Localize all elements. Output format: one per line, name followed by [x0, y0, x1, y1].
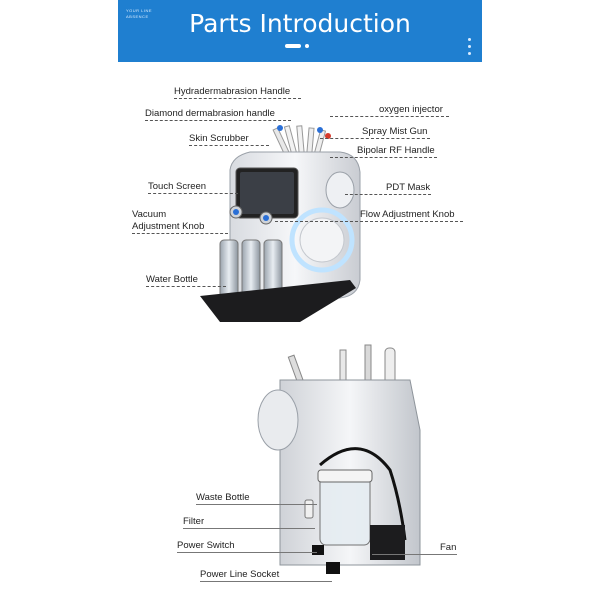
leader-line [200, 581, 332, 582]
label-vacuum-knob-line2: Adjustment Knob [132, 221, 205, 232]
label-touch-screen: Touch Screen [148, 181, 207, 192]
banner-small-text-2: ABSENCE [126, 14, 149, 19]
label-diamond-dermabrasion-handle: Diamond dermabrasion handle [145, 108, 275, 119]
leader-line [275, 221, 463, 222]
header-banner: YOUR LINE ABSENCE Parts Introduction [118, 0, 482, 62]
leader-line [177, 552, 317, 553]
label-power-switch: Power Switch [177, 540, 235, 551]
pager-active-indicator [285, 44, 301, 48]
leader-line [372, 554, 457, 555]
label-skin-scrubber: Skin Scrubber [189, 133, 249, 144]
pager-dot [305, 44, 309, 48]
leader-line [330, 116, 449, 117]
leader-line [189, 145, 269, 146]
label-filter: Filter [183, 516, 205, 527]
label-power-line-socket: Power Line Socket [200, 569, 280, 580]
label-flow-adjustment-knob: Flow Adjustment Knob [360, 209, 455, 220]
menu-dots-icon [468, 38, 471, 41]
label-hydradermabrasion-handle: Hydradermabrasion Handle [174, 86, 291, 97]
leader-line [174, 98, 301, 99]
menu-dots-icon-3 [468, 52, 471, 55]
leader-line [196, 504, 317, 505]
leader-line [345, 194, 431, 195]
top-machine-image [200, 125, 361, 322]
label-water-bottle: Water Bottle [146, 274, 198, 285]
label-vacuum-knob-line1: Vacuum [132, 209, 167, 220]
label-waste-bottle: Waste Bottle [196, 492, 250, 503]
leader-line [183, 528, 315, 529]
leader-line [330, 157, 437, 158]
label-fan: Fan [440, 542, 457, 553]
leader-line [320, 138, 430, 139]
label-pdt-mask: PDT Mask [386, 182, 431, 193]
leader-line [132, 233, 228, 234]
leader-line [146, 286, 226, 287]
label-bipolar-rf-handle: Bipolar RF Handle [357, 145, 435, 156]
label-oxygen-injector: oxygen injector [379, 104, 443, 115]
label-spray-mist-gun: Spray Mist Gun [362, 126, 428, 137]
leader-line [148, 193, 238, 194]
bottom-machine-image [257, 344, 421, 574]
banner-small-text-1: YOUR LINE [126, 8, 153, 13]
page-title: Parts Introduction [189, 9, 411, 38]
menu-dots-icon-2 [468, 45, 471, 48]
leader-line [145, 120, 291, 121]
